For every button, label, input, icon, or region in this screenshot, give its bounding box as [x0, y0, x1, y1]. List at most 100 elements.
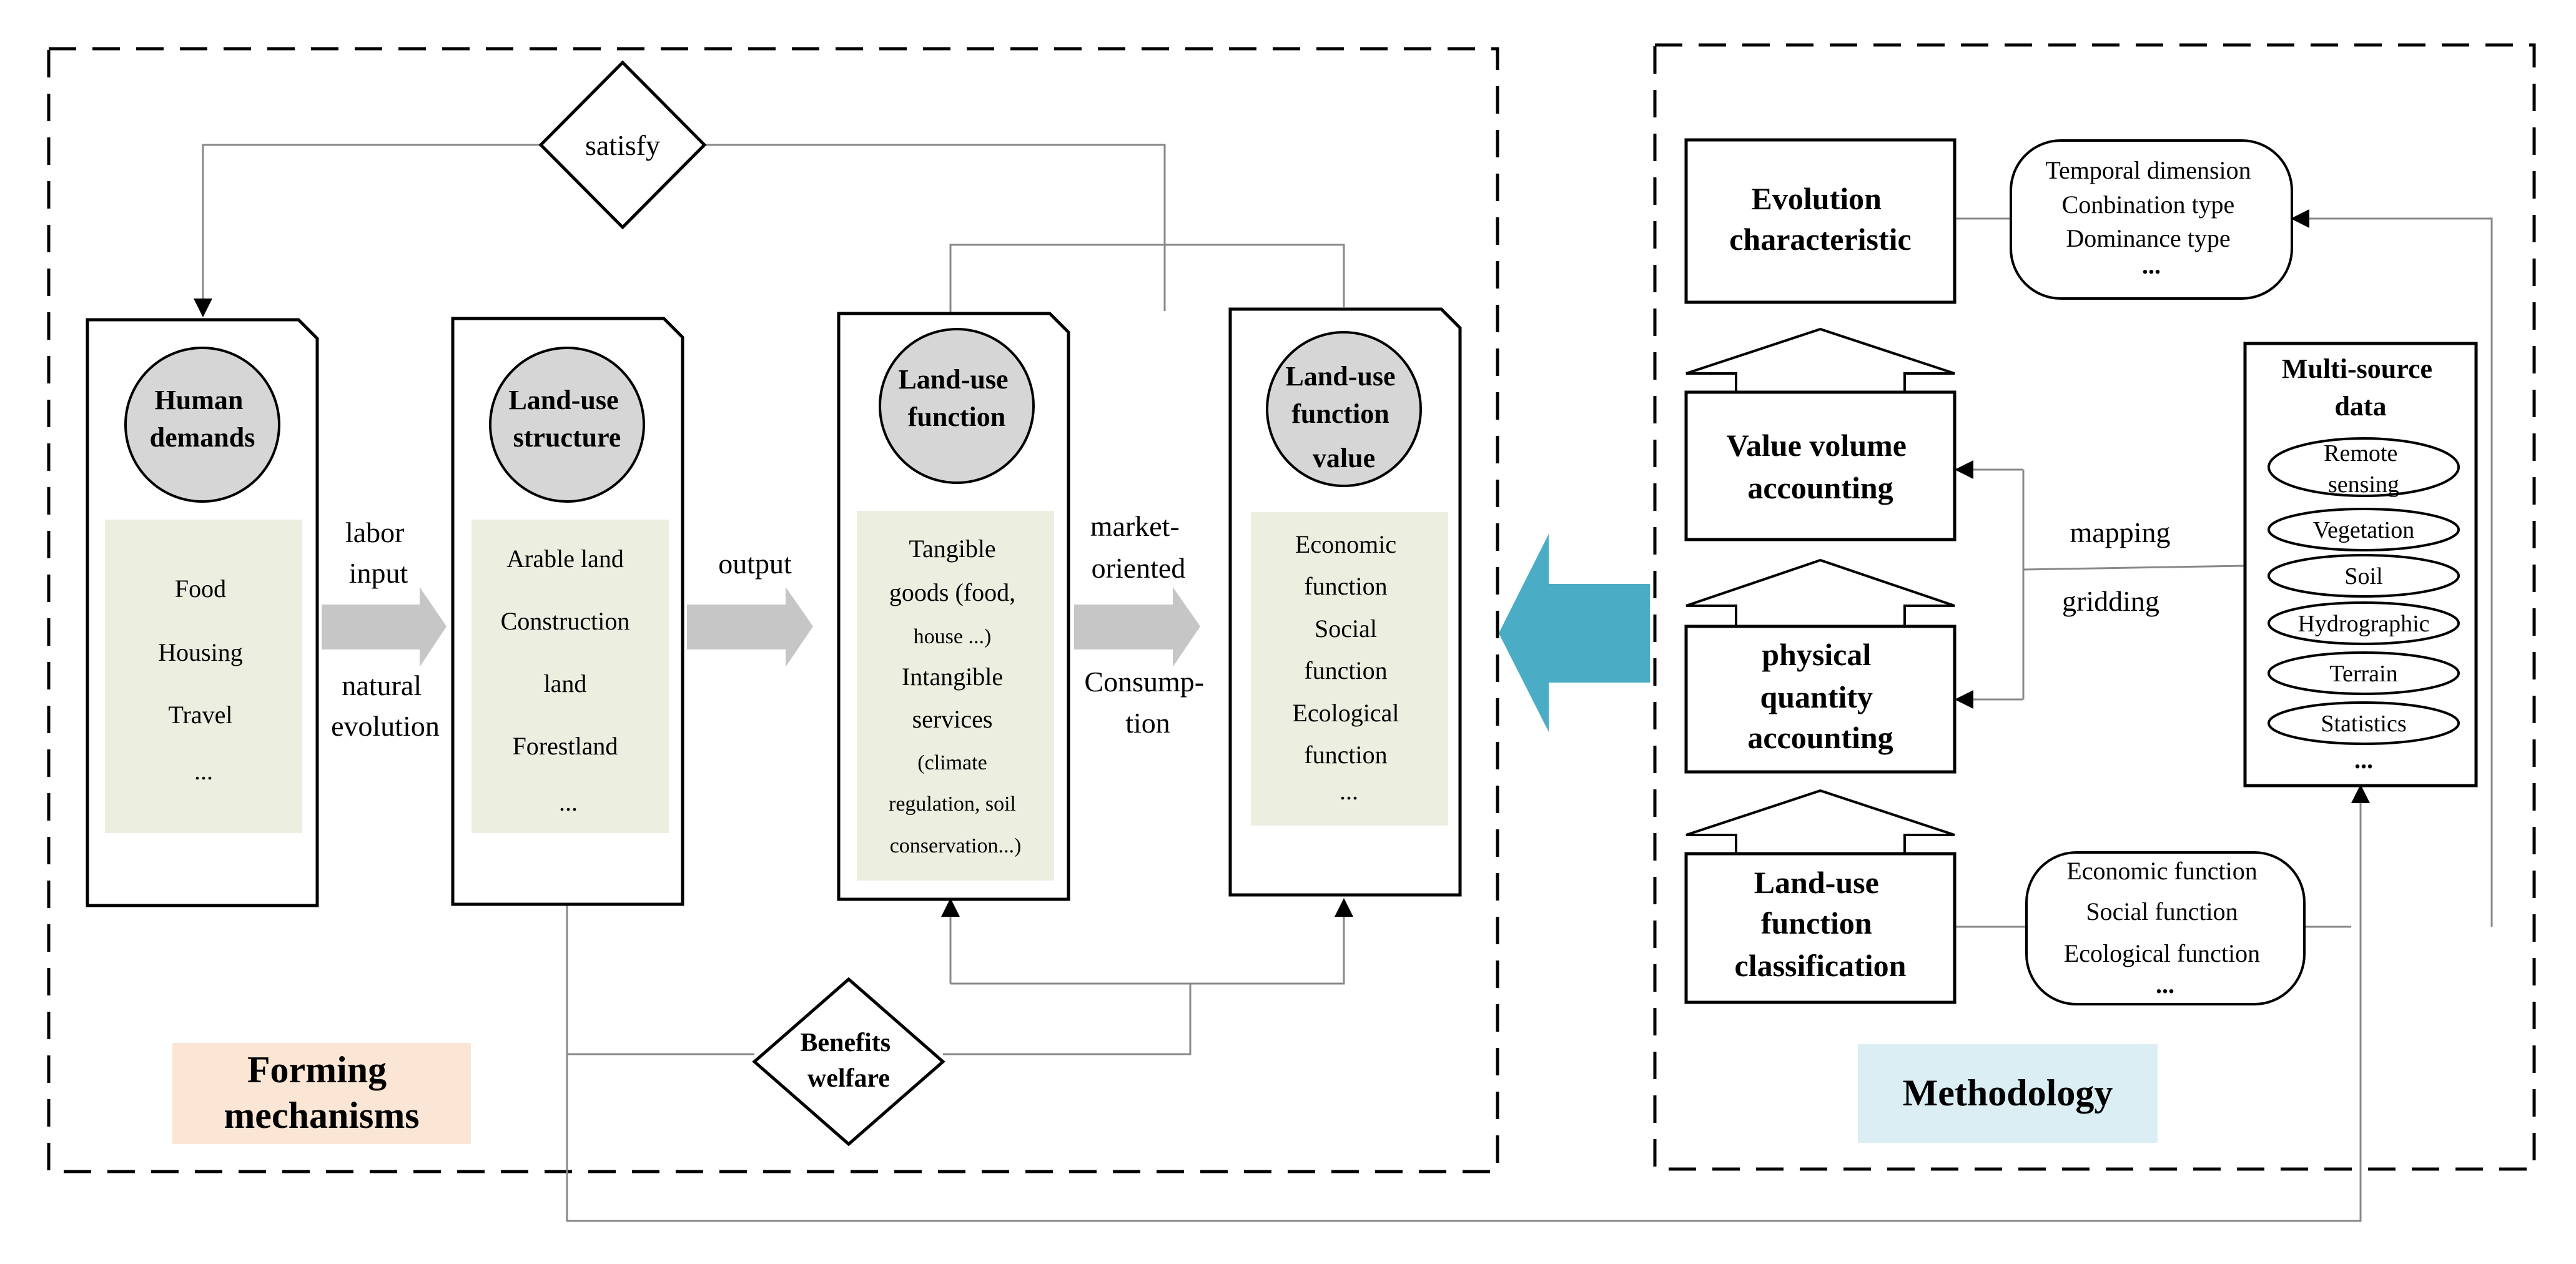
physical-quantity-label: physical quantity accounting	[1747, 637, 1893, 755]
card-title-line: demands	[150, 422, 255, 453]
output-label: output	[718, 548, 792, 580]
land-use-function-list: Tangible goods (food, house ...) Intangi…	[889, 535, 1022, 857]
forming-label-bg	[172, 1043, 471, 1144]
box-line: Dominance type	[2066, 224, 2230, 252]
structure-to-data-line	[566, 784, 2370, 1222]
list-item: function	[1304, 741, 1387, 769]
benefits-label-line-2: welfare	[807, 1064, 890, 1093]
terrain-label: Terrain	[2329, 661, 2397, 687]
benefits-label-line-1: Benefits	[800, 1029, 891, 1057]
oval-line: sensing	[2328, 472, 2399, 498]
benefits-diamond	[752, 977, 945, 1147]
human-demands-circle	[124, 347, 280, 503]
labor-input-label: labor input	[345, 516, 412, 589]
flow-label-line: evolution	[331, 710, 440, 742]
labor-input-arrow	[322, 587, 447, 667]
box-line: accounting	[1747, 720, 1893, 755]
human-demands-list: Food Housing Travel ...	[158, 575, 249, 785]
statistics-label: Statistics	[2321, 711, 2406, 737]
remote-sensing-label: Remote sensing	[2324, 440, 2404, 498]
box-line: Conbination type	[2062, 190, 2235, 219]
human-demands-title: Human demands	[150, 385, 255, 453]
box-line: Multi-source	[2282, 353, 2432, 384]
card-title-line: Land-use	[898, 364, 1008, 395]
box-line: Economic function	[2066, 857, 2257, 885]
list-item: ...	[1340, 777, 1358, 805]
list-item: Food	[175, 575, 226, 603]
flow-label-line: natural	[342, 669, 422, 701]
forming-section-frame	[47, 47, 1499, 1173]
hydrographic-oval	[2268, 601, 2460, 645]
list-item: regulation, soil	[889, 792, 1016, 816]
methodology-to-forming-arrow	[1499, 534, 1650, 732]
list-item: Travel	[169, 701, 233, 729]
box-line: characteristic	[1729, 222, 1912, 257]
mapping-label: mapping	[2070, 516, 2171, 548]
card-title-line: Human	[155, 385, 244, 415]
flow-label-line: oriented	[1092, 552, 1186, 584]
box-line: Land-use	[1754, 865, 1879, 900]
functions-box	[2025, 851, 2306, 1005]
box-line: physical	[1762, 637, 1871, 672]
function-value-title: Land-use function value	[1285, 361, 1402, 473]
market-arrow	[1074, 587, 1200, 667]
market-oriented-label: market- oriented	[1090, 510, 1187, 584]
box-line: Evolution	[1752, 181, 1882, 216]
terrain-oval	[2268, 651, 2460, 695]
methodology-label: Methodology	[1903, 1072, 2113, 1113]
list-item: Social	[1315, 615, 1377, 643]
function-value-list-bg	[1251, 512, 1448, 826]
physical-quantity-box	[1684, 625, 1957, 774]
card-title-line: structure	[513, 422, 621, 453]
up-arrow-2	[1685, 558, 1955, 628]
land-use-structure-title: Land-use structure	[508, 385, 625, 453]
forming-label: Forming mechanisms	[224, 1049, 419, 1136]
vegetation-label: Vegetation	[2313, 517, 2415, 543]
box-line: ...	[2156, 970, 2174, 999]
remote-sensing-oval	[2268, 437, 2460, 497]
function-value-circle	[1266, 331, 1422, 487]
benefits-label: Benefits welfare	[800, 1029, 897, 1093]
flow-label-line: labor	[345, 516, 405, 548]
value-volume-box	[1684, 390, 1957, 541]
list-item: conservation...)	[890, 834, 1022, 857]
natural-evolution-label: natural evolution	[331, 669, 440, 742]
methodology-label-bg	[1858, 1044, 2158, 1143]
card-title-line: value	[1313, 443, 1375, 473]
evolution-box	[1684, 138, 1957, 304]
output-arrow	[687, 587, 813, 667]
soil-label: Soil	[2344, 563, 2382, 590]
flow-label-line: Consump-	[1084, 666, 1204, 698]
functions-box-text: Economic function Social function Ecolog…	[2064, 857, 2266, 999]
box-line: ...	[2142, 251, 2161, 279]
list-item: ...	[194, 757, 213, 785]
benefits-line	[566, 902, 754, 1055]
card-title-line: function	[908, 402, 1005, 432]
function-value-link	[949, 244, 1345, 315]
human-demands-list-bg	[105, 520, 302, 833]
classification-box	[1684, 852, 1957, 1004]
card-title-line: function	[1291, 398, 1389, 429]
land-use-function-list-bg	[857, 511, 1054, 881]
flow-label-line: market-	[1090, 510, 1180, 542]
list-item: Forestland	[513, 732, 618, 760]
list-item: goods (food,	[889, 578, 1015, 606]
benefits-feedback-line-2	[950, 898, 1353, 985]
statistics-oval	[2268, 701, 2460, 745]
box-line: Temporal dimension	[2045, 156, 2251, 184]
benefits-split-line	[943, 984, 1192, 1055]
hydrographic-label: Hydrographic	[2297, 611, 2429, 637]
list-item: Tangible	[909, 535, 995, 563]
land-use-function-title: Land-use function	[898, 364, 1015, 432]
data-mapping-line	[2023, 565, 2246, 571]
list-item: Arable land	[506, 545, 624, 573]
list-item: ...	[559, 788, 578, 816]
list-item: Economic	[1295, 530, 1396, 558]
box-line: data	[2334, 391, 2386, 422]
list-item: function	[1304, 572, 1387, 600]
multi-source-title: Multi-source data	[2282, 353, 2439, 422]
evolution-label: Evolution characteristic	[1729, 181, 1912, 257]
list-item: house ...)	[914, 625, 992, 648]
land-use-function-circle	[879, 328, 1035, 484]
